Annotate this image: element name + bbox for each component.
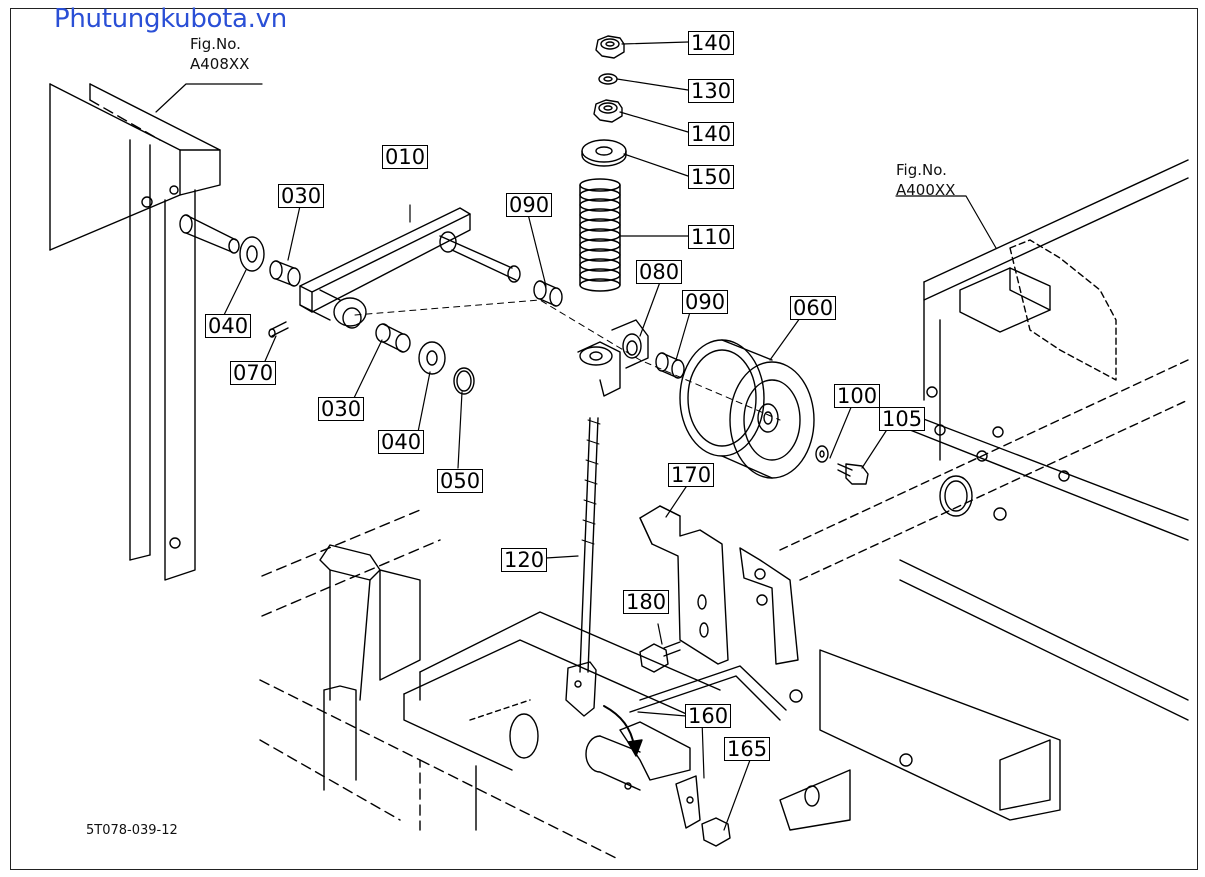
bracket-080 bbox=[577, 319, 649, 397]
washer-100 bbox=[815, 445, 829, 463]
bolt-180 bbox=[639, 641, 681, 673]
drawing-code: 5T078-039-12 bbox=[86, 823, 178, 838]
bolt-165 bbox=[701, 817, 731, 847]
callout-060[interactable]: 060 bbox=[790, 296, 837, 320]
left-frame-structure bbox=[49, 83, 221, 581]
fig-ref-left: Fig.No. A408XX bbox=[190, 34, 249, 74]
fig-ref-right: Fig.No. A400XX bbox=[896, 160, 955, 200]
callout-150[interactable]: 150 bbox=[688, 165, 735, 189]
ubolt-160 bbox=[585, 721, 701, 829]
site-watermark: Phutungkubota.vn bbox=[54, 4, 287, 34]
bushing-030-lower bbox=[375, 323, 411, 353]
fig-ref-left-line1: Fig.No. bbox=[190, 35, 241, 53]
bushing-030-upper bbox=[269, 260, 301, 287]
callout-090-left[interactable]: 090 bbox=[506, 193, 553, 217]
callout-180[interactable]: 180 bbox=[623, 590, 670, 614]
callout-030-upper[interactable]: 030 bbox=[278, 184, 325, 208]
setscrew-070 bbox=[268, 321, 289, 338]
nut-140-top bbox=[595, 35, 625, 59]
fig-ref-right-line2: A400XX bbox=[896, 181, 956, 199]
pulley-060 bbox=[679, 339, 815, 479]
pin-shaft bbox=[179, 214, 240, 254]
fig-ref-right-line1: Fig.No. bbox=[896, 161, 947, 179]
spring-110 bbox=[579, 178, 621, 292]
nut-140-lower bbox=[593, 99, 623, 123]
washer-040-upper bbox=[239, 236, 265, 272]
fig-ref-left-line2: A408XX bbox=[190, 55, 250, 73]
callout-040-upper[interactable]: 040 bbox=[205, 314, 252, 338]
callout-110[interactable]: 110 bbox=[688, 225, 735, 249]
callout-090-right[interactable]: 090 bbox=[682, 290, 729, 314]
callout-100[interactable]: 100 bbox=[834, 384, 881, 408]
right-frame-structure bbox=[779, 159, 1189, 721]
diagram-border bbox=[10, 8, 1198, 870]
callout-105[interactable]: 105 bbox=[879, 407, 926, 431]
callout-160[interactable]: 160 bbox=[685, 704, 732, 728]
callout-140-mid[interactable]: 140 bbox=[688, 122, 735, 146]
bushing-090-right bbox=[655, 352, 685, 379]
arm-010 bbox=[299, 207, 521, 329]
snapring-050 bbox=[453, 367, 475, 395]
washer-040-lower bbox=[418, 341, 446, 375]
callout-080[interactable]: 080 bbox=[636, 260, 683, 284]
callout-070[interactable]: 070 bbox=[230, 361, 277, 385]
bracket-170 bbox=[639, 505, 799, 665]
callout-030-lower[interactable]: 030 bbox=[318, 397, 365, 421]
leader-lines bbox=[155, 41, 997, 831]
bushing-090-left bbox=[533, 280, 563, 307]
bolt-105 bbox=[837, 463, 869, 485]
callout-165[interactable]: 165 bbox=[724, 737, 771, 761]
rod-120 bbox=[565, 417, 601, 717]
washer-150 bbox=[581, 139, 627, 167]
lower-structure bbox=[259, 509, 1061, 861]
callout-130[interactable]: 130 bbox=[688, 79, 735, 103]
callout-010[interactable]: 010 bbox=[382, 145, 429, 169]
callout-140-top[interactable]: 140 bbox=[688, 31, 735, 55]
callout-050[interactable]: 050 bbox=[437, 469, 484, 493]
lockwasher-130 bbox=[598, 73, 618, 85]
callout-040-lower[interactable]: 040 bbox=[378, 430, 425, 454]
callout-120[interactable]: 120 bbox=[501, 548, 548, 572]
callout-170[interactable]: 170 bbox=[668, 463, 715, 487]
